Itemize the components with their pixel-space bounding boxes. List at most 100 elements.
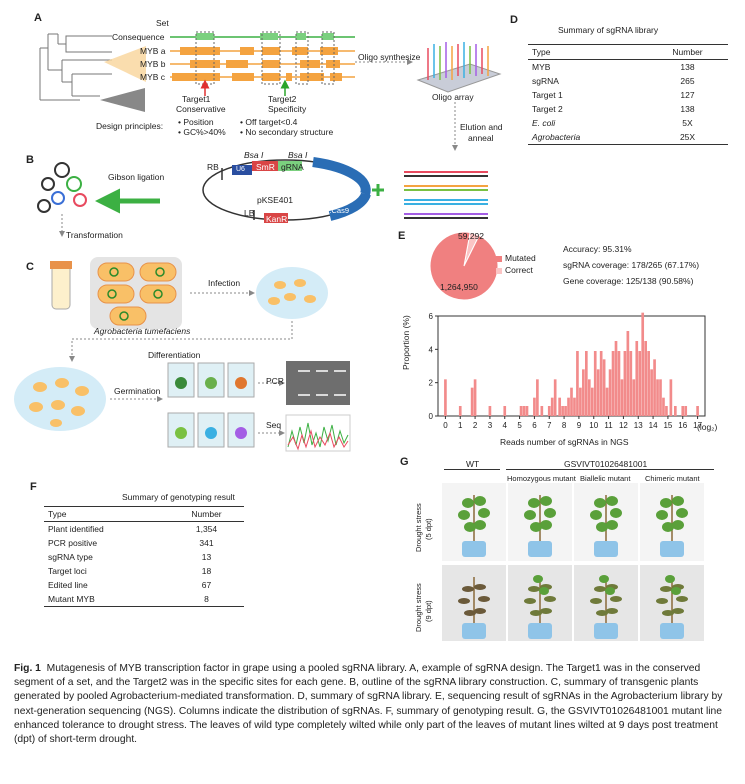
highlight-triangle xyxy=(104,46,146,82)
infection-label: Infection xyxy=(208,278,241,288)
leaf xyxy=(533,575,543,583)
leaf xyxy=(606,608,618,614)
histogram-bar xyxy=(444,379,447,416)
x-tick-label: 5 xyxy=(517,421,522,430)
panel-label-a: A xyxy=(34,12,42,24)
x-tick-label: 16 xyxy=(678,421,687,430)
histogram-bar xyxy=(669,379,673,416)
x-tick-label: 11 xyxy=(604,421,613,430)
x-tick-label: 2 xyxy=(473,421,478,430)
histogram-bar xyxy=(470,387,474,416)
culture-jars xyxy=(167,362,255,448)
leaf xyxy=(478,508,490,518)
leaf xyxy=(464,522,476,532)
histogram-bar xyxy=(614,341,618,416)
y-tick-label: 2 xyxy=(429,379,434,388)
leaf xyxy=(540,608,552,614)
cas9-label: 35S::Cas9 xyxy=(314,206,350,215)
pot xyxy=(462,541,486,557)
leaf xyxy=(672,608,684,614)
pot xyxy=(528,623,552,639)
set-label: Set xyxy=(156,18,169,28)
x-tick-label: 15 xyxy=(663,421,672,430)
x-tick-label: 8 xyxy=(562,421,567,430)
panel-label-b: B xyxy=(26,154,34,166)
histogram-bar xyxy=(561,406,564,416)
x-tick-label: 12 xyxy=(619,421,628,430)
histogram-bar xyxy=(525,406,529,416)
x-tick-label: 7 xyxy=(547,421,552,430)
histogram-bar xyxy=(638,351,642,416)
histogram-bar xyxy=(681,406,685,416)
gene-label-c: MYB c xyxy=(140,72,166,82)
x-tick-label: 3 xyxy=(488,421,493,430)
col-homozygous: Homozygous mutant xyxy=(507,474,576,483)
x-tick-label: 6 xyxy=(532,421,537,430)
oligo-array-illustration xyxy=(416,42,502,93)
histogram-bar xyxy=(608,369,612,416)
sgrna-coverage-stat: sgRNA coverage: 178/265 (67.17%) xyxy=(563,260,700,270)
histogram-bar xyxy=(584,351,588,416)
leaf xyxy=(474,608,486,614)
leaf xyxy=(656,598,668,604)
y-tick-label: 0 xyxy=(429,412,434,421)
y-tick-label: 4 xyxy=(429,345,434,354)
leaf xyxy=(606,496,618,506)
gel-image xyxy=(286,361,350,405)
annealed-oligos xyxy=(404,171,488,219)
histogram-bar xyxy=(599,351,603,416)
legend-correct: Correct xyxy=(505,265,533,275)
panel-b-diagram xyxy=(37,157,488,237)
caption-label: Fig. 1 xyxy=(14,663,41,674)
leaf xyxy=(676,596,688,602)
leaf xyxy=(656,510,668,520)
leaf xyxy=(660,586,672,592)
oligo-synthesize-label: Oligo synthesize xyxy=(358,52,421,62)
leaf xyxy=(530,610,542,616)
leaf xyxy=(524,510,536,520)
target1-sub: Conservative xyxy=(176,104,226,114)
histogram-bar xyxy=(696,406,699,416)
agrobacteria-label: Agrobacteria tumefaciens xyxy=(94,326,191,336)
y-tick-label: 6 xyxy=(429,312,434,321)
histogram-bar xyxy=(650,369,653,416)
histogram-bar xyxy=(458,406,462,416)
histogram-bar xyxy=(641,312,645,416)
pie-chart xyxy=(429,231,499,301)
leaf xyxy=(606,520,618,530)
panel-label-c: C xyxy=(26,261,34,273)
histogram-bar xyxy=(662,397,665,416)
histogram-bar xyxy=(605,387,609,416)
table-header: Type xyxy=(48,509,67,519)
tube xyxy=(51,264,71,310)
anneal-label: anneal xyxy=(468,133,494,143)
lb-label: LB xyxy=(244,208,255,218)
design-item: • Position xyxy=(178,117,214,127)
leaf xyxy=(610,508,622,518)
histogram-bar xyxy=(536,379,539,416)
histogram-bar xyxy=(626,331,630,416)
leaf xyxy=(594,586,606,592)
pcr-label: PCR xyxy=(266,376,284,386)
panel-label-f: F xyxy=(30,481,37,493)
design-item: • No secondary structure xyxy=(240,127,334,137)
leaf xyxy=(665,575,675,583)
histogram-bar xyxy=(570,387,573,416)
leaf xyxy=(590,510,602,520)
bsa-site-2: Bsa I xyxy=(288,150,308,160)
figure: A D B C E F G xyxy=(14,12,728,641)
leaf xyxy=(464,610,476,616)
panel-a-diagram xyxy=(39,31,502,151)
histogram-bar xyxy=(587,379,591,416)
histogram-bar xyxy=(656,379,659,416)
panel-c-diagram xyxy=(14,257,351,452)
